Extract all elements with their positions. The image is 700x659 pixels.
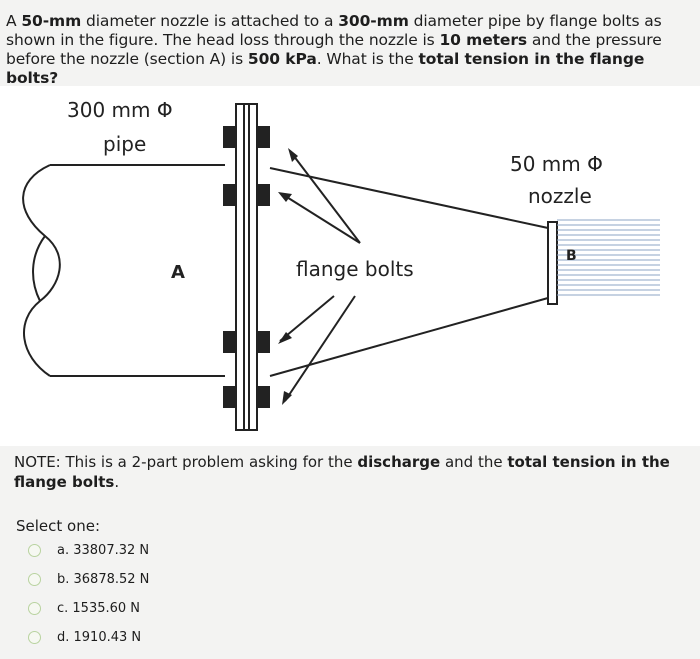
answer-option-c[interactable]: c. 1535.60 N	[28, 597, 140, 619]
option-label: b. 36878.52 N	[57, 571, 150, 587]
bolt-head-top-left	[223, 126, 236, 148]
nozzle-bottom-wall	[269, 297, 549, 377]
answer-option-a[interactable]: a. 33807.32 N	[28, 539, 149, 561]
leader-line-4	[284, 295, 356, 402]
nozzle-label: nozzle	[528, 184, 592, 208]
bolt-nut-upper-right	[257, 184, 270, 206]
pipe-break-inner	[32, 235, 46, 302]
arrowhead-1	[288, 148, 298, 162]
option-label: c. 1535.60 N	[57, 600, 141, 616]
radio-button[interactable]	[28, 601, 41, 615]
arrowhead-2	[278, 192, 292, 202]
nozzle-tip	[547, 221, 558, 305]
question-bold: 500 kPa	[247, 50, 317, 68]
flange-left	[235, 103, 245, 431]
water-jet	[557, 219, 660, 296]
question-part: A	[6, 12, 22, 30]
figure-background	[0, 86, 700, 446]
nozzle-top-wall	[269, 167, 549, 229]
radio-button[interactable]	[28, 630, 41, 644]
answer-option-b[interactable]: b. 36878.52 N	[28, 568, 149, 590]
pipe-label: pipe	[103, 132, 147, 156]
question-text: A 50-mm diameter nozzle is attached to a…	[6, 12, 696, 88]
pipe-size-label: 300 mm Φ	[67, 98, 173, 122]
arrowhead-4	[282, 391, 292, 405]
leader-line-1	[289, 150, 361, 244]
flange-right	[248, 103, 258, 431]
bolt-nut-bottom-right	[257, 386, 270, 408]
section-a-label: A	[171, 262, 185, 283]
radio-button[interactable]	[28, 543, 41, 557]
note-part: NOTE: This is a 2-part problem asking fo…	[14, 453, 358, 471]
bolt-nut-lower-right	[257, 331, 270, 353]
option-label: d. 1910.43 N	[57, 629, 142, 645]
option-label: a. 33807.32 N	[57, 542, 150, 558]
leader-line-3	[279, 295, 335, 342]
arrowhead-3	[278, 332, 292, 344]
radio-button[interactable]	[28, 572, 41, 586]
flange-bolts-label: flange bolts	[296, 257, 414, 281]
nozzle-figure: 300 mm Φ pipe 50 mm Φ nozzle A B flange …	[0, 86, 700, 446]
note-bold: discharge	[357, 453, 441, 471]
note-text: NOTE: This is a 2-part problem asking fo…	[14, 452, 684, 492]
note-part: and the	[440, 453, 508, 471]
question-part: . What is the	[316, 50, 419, 68]
question-part: diameter pipe by flange bolts as shown i…	[6, 12, 662, 49]
question-part: and the pressure before the nozzle (sect…	[6, 31, 662, 68]
question-bold: 10 meters	[439, 31, 528, 49]
question-bold: total tension in the flange bolts?	[6, 50, 645, 87]
answer-option-d[interactable]: d. 1910.43 N	[28, 626, 141, 648]
nozzle-diagram	[0, 86, 700, 446]
bolt-head-lower-left	[223, 331, 236, 353]
nozzle-size-label: 50 mm Φ	[510, 152, 603, 176]
note-bold: total tension in the flange bolts	[14, 453, 670, 491]
section-b-label: B	[566, 248, 577, 264]
pipe-break-curve	[22, 164, 61, 377]
bolt-head-bottom-left	[223, 386, 236, 408]
question-bold: 50-mm	[21, 12, 82, 30]
bolt-nut-top-right	[257, 126, 270, 148]
question-bold: 300-mm	[338, 12, 409, 30]
leader-line-2	[281, 193, 361, 244]
bolt-head-upper-left	[223, 184, 236, 206]
question-part: diameter nozzle is attached to a	[81, 12, 339, 30]
select-label: Select one:	[16, 517, 101, 535]
note-part: .	[114, 473, 120, 491]
